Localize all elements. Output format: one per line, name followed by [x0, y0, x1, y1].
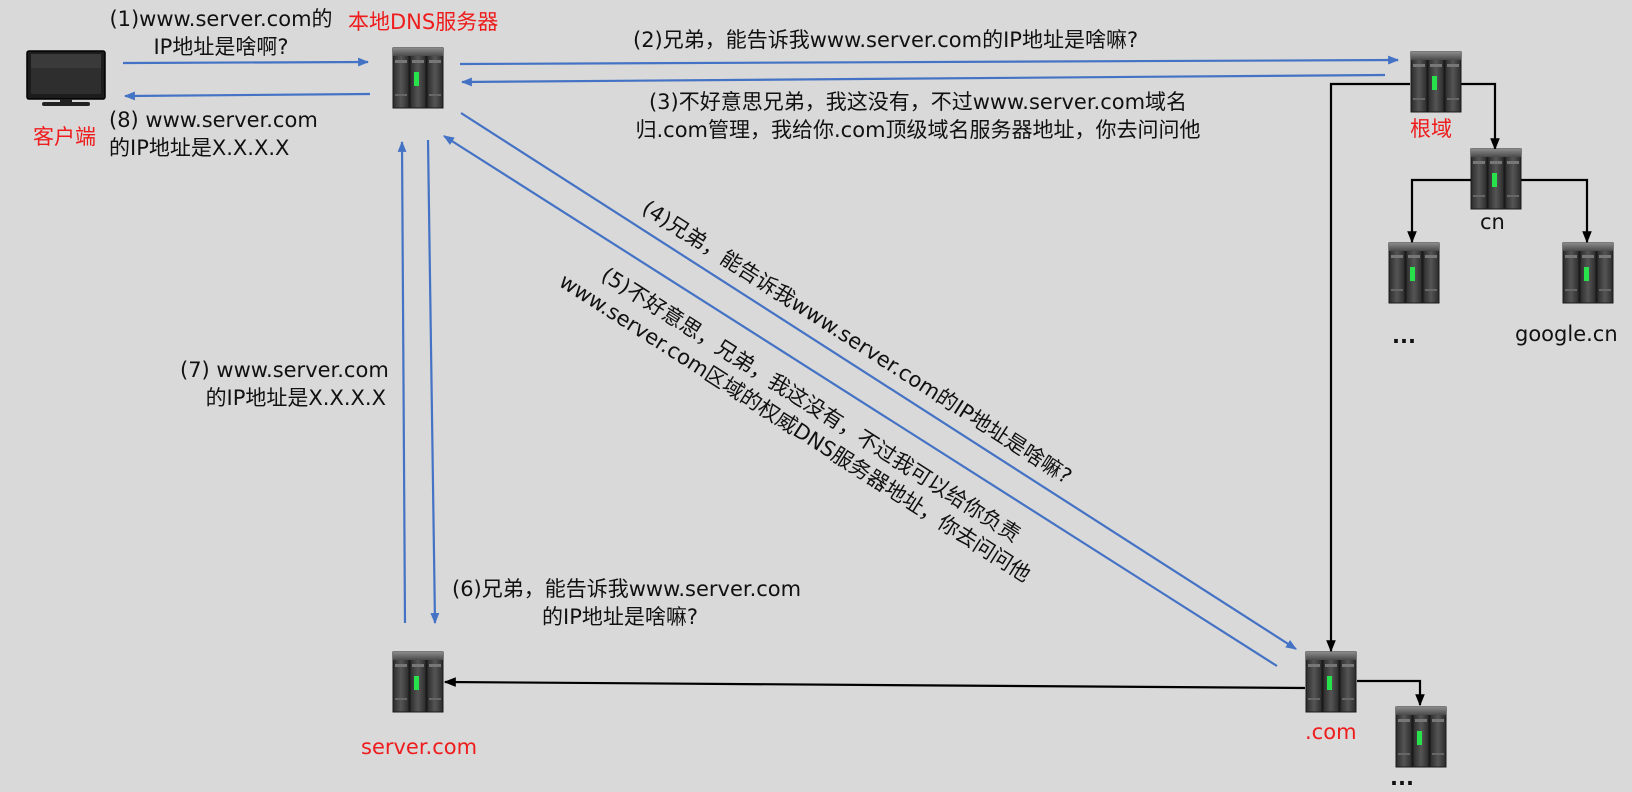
- com-other-server-icon: [1395, 706, 1447, 768]
- cn-other-label: ...: [1392, 324, 1416, 348]
- monitor-icon: [26, 50, 106, 106]
- step-7-label: (7) www.server.com 的IP地址是X.X.X.X: [180, 356, 389, 412]
- step-6-label: (6)兄弟，能告诉我www.server.com 的IP地址是啥嘛?: [452, 575, 801, 631]
- step-3-label: (3)不好意思兄弟，我这没有，不过www.server.com域名 归.com管…: [598, 88, 1238, 144]
- step-8-label: (8) www.server.com 的IP地址是X.X.X.X: [109, 106, 318, 162]
- client-label: 客户端: [33, 125, 96, 149]
- google-cn-server-icon: [1562, 242, 1614, 304]
- hierarchy-arrows: [443, 82, 1592, 707]
- root-label: 根域: [1410, 117, 1452, 141]
- arrow-step-1: [122, 57, 370, 67]
- step-7-line-2: 的IP地址是X.X.X.X: [205, 386, 386, 410]
- root-to-cn-arrow: [1460, 82, 1500, 151]
- local-dns-server-icon: [392, 47, 444, 109]
- com-to-other-arrow: [1357, 679, 1425, 707]
- root-server-icon: [1410, 51, 1462, 113]
- step-1-label: (1)www.server.com的 IP地址是啥啊?: [108, 5, 334, 61]
- com-server-icon: [1305, 651, 1357, 713]
- cn-label: cn: [1480, 210, 1505, 234]
- arrow-step-8: [123, 91, 371, 101]
- cn-to-other-arrow: [1407, 178, 1473, 244]
- query-arrows: [122, 55, 1400, 667]
- arrow-step-2: [459, 55, 1400, 66]
- step-2-label: (2)兄弟，能告诉我www.server.com的IP地址是啥嘛?: [633, 28, 1139, 52]
- step-6-line-1: (6)兄弟，能告诉我www.server.com: [452, 577, 802, 601]
- step-8-line-2: 的IP地址是X.X.X.X: [109, 136, 290, 160]
- step-6-line-2: 的IP地址是啥嘛?: [542, 605, 699, 629]
- step-3-line-2: 归.com管理，我给你.com顶级域名服务器地址，你去问问他: [635, 118, 1201, 142]
- arrow-step-6: [426, 139, 440, 625]
- com-label: .com: [1305, 720, 1357, 744]
- arrow-step-4: [460, 112, 1297, 650]
- step-8-line-1: (8) www.server.com: [109, 108, 318, 132]
- root-to-com-arrow: [1326, 82, 1410, 653]
- server-com-server-icon: [392, 651, 444, 713]
- com-to-server-arrow: [443, 677, 1306, 690]
- step-7-line-1: (7) www.server.com: [180, 358, 389, 382]
- cn-server-icon: [1470, 148, 1522, 210]
- arrow-step-5: [443, 135, 1278, 667]
- server-com-label: server.com: [361, 735, 478, 759]
- cn-to-google-arrow: [1520, 178, 1592, 244]
- arrow-step-7: [397, 140, 407, 624]
- com-other-label: ...: [1390, 766, 1414, 790]
- local-dns-label: 本地DNS服务器: [348, 10, 499, 34]
- step-1-line-1: (1)www.server.com的: [109, 7, 333, 31]
- step-3-line-1: (3)不好意思兄弟，我这没有，不过www.server.com域名: [648, 90, 1188, 114]
- arrow-step-3: [460, 73, 1386, 87]
- step-1-line-2: IP地址是啥啊?: [153, 35, 289, 59]
- cn-other-server-icon: [1388, 242, 1440, 304]
- google-cn-label: google.cn: [1515, 322, 1618, 346]
